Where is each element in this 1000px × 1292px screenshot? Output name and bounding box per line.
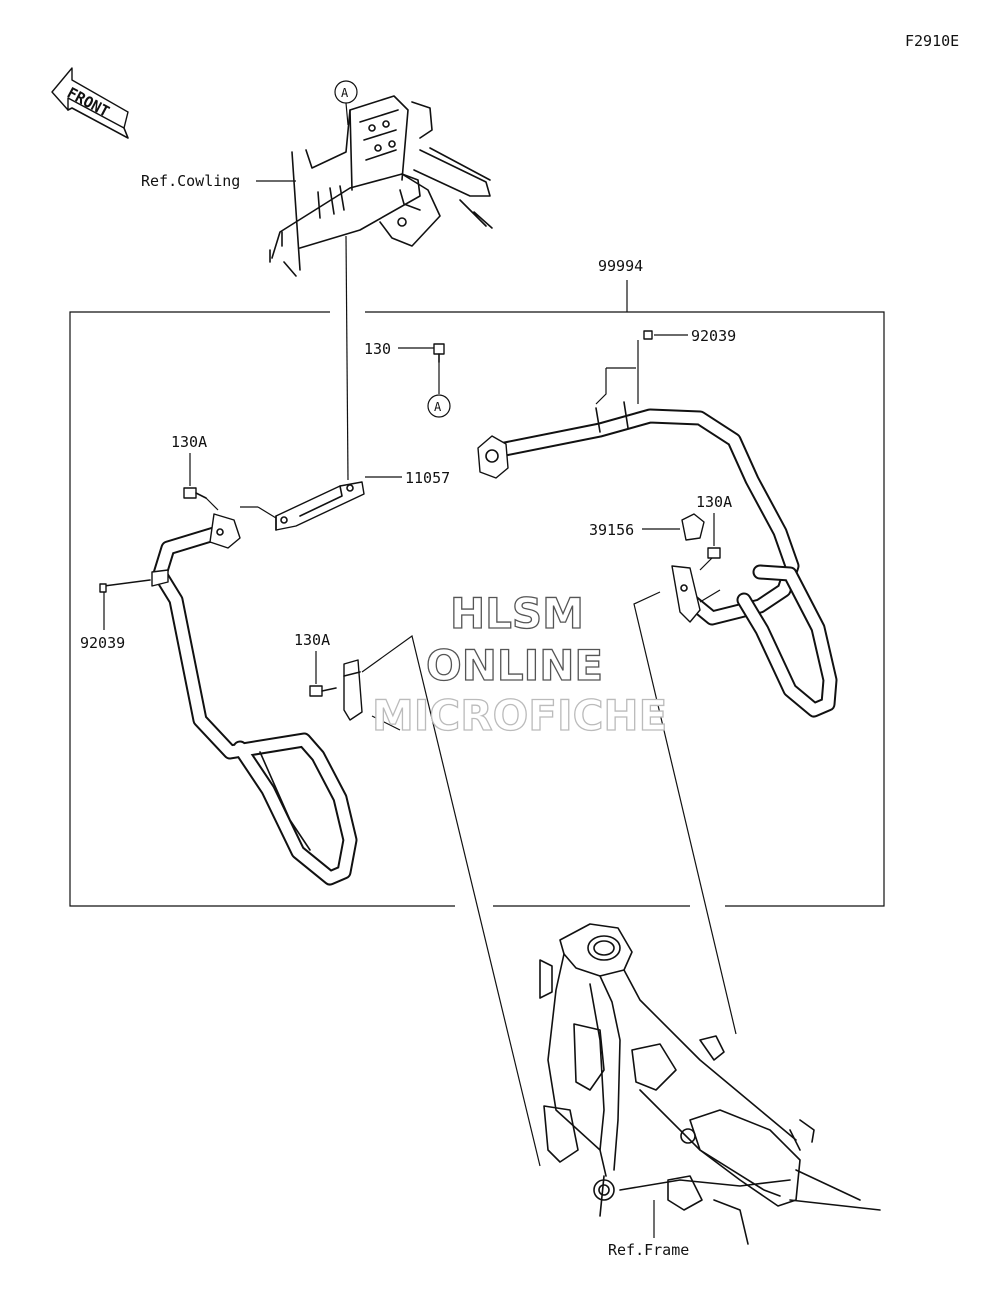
part-92039-left-label: 92039	[80, 634, 125, 652]
kit-group-box	[69, 311, 885, 907]
bolt-130a-right-icon	[707, 547, 721, 559]
ref-a-center-circle	[427, 394, 451, 418]
part-130a-center-label: 130A	[294, 631, 330, 649]
part-130a-right-label: 130A	[696, 493, 732, 511]
part-130-label: 130	[364, 340, 391, 358]
ref-a-center-label: A	[434, 400, 442, 414]
right-crash-guard-drawing	[477, 401, 838, 718]
diagram-code: F2910E	[905, 32, 959, 50]
bolt-130-icon	[433, 343, 445, 363]
bolt-130a-top-left-icon	[183, 487, 207, 499]
part-99994-label: 99994	[598, 257, 643, 275]
bolt-130a-center-icon	[309, 685, 337, 697]
ref-cowling-label: Ref.Cowling	[141, 172, 240, 190]
cowling-bracket-drawing	[269, 95, 493, 277]
watermark: HLSM ONLINE MICROFICHE	[371, 588, 668, 740]
bracket-11057-drawing	[275, 481, 365, 531]
frame-drawing	[539, 923, 881, 1245]
part-130a-top-left-label: 130A	[171, 433, 207, 451]
watermark-line-2: ONLINE	[426, 641, 603, 690]
left-crash-guard-drawing	[151, 513, 358, 886]
front-arrow-icon: FRONT	[51, 67, 129, 139]
part-11057-label: 11057	[405, 469, 450, 487]
ref-a-top-label: A	[341, 86, 349, 100]
center-bracket-drawing	[343, 659, 363, 721]
watermark-line-3: MICROFICHE	[372, 691, 667, 740]
screw-92039-left-icon	[99, 579, 151, 593]
part-92039-right-label: 92039	[691, 327, 736, 345]
part-39156-label: 39156	[589, 521, 634, 539]
screw-92039-right-icon	[643, 330, 653, 340]
watermark-line-1: HLSM	[450, 589, 584, 638]
ref-frame-label: Ref.Frame	[608, 1241, 689, 1259]
cap-39156-icon	[681, 513, 705, 541]
